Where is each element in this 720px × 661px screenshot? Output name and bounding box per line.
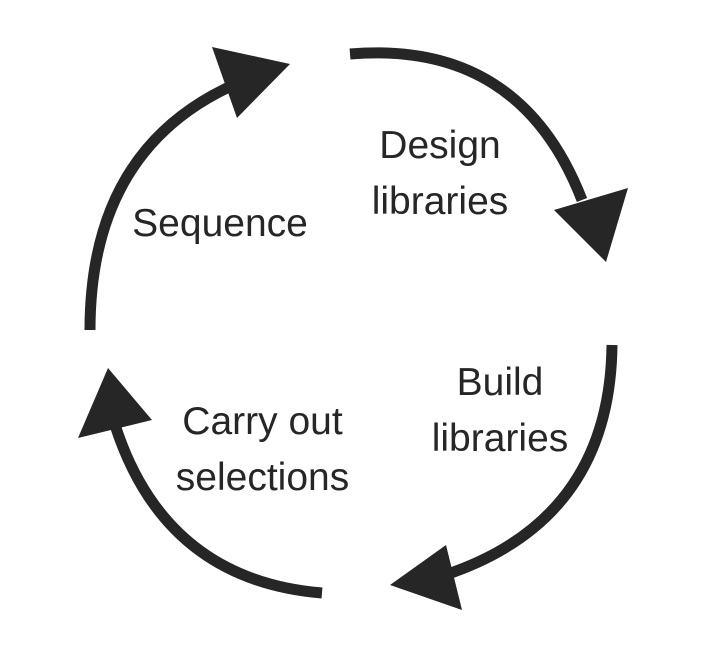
step-label-carry-out-selections: Carry out selections	[140, 394, 385, 506]
step-label-line: Build	[456, 361, 544, 404]
arrowhead	[78, 368, 152, 438]
step-label-sequence: Sequence	[105, 196, 335, 252]
step-label-line: Sequence	[132, 202, 308, 245]
arrowhead	[390, 545, 462, 610]
arrow-arc	[109, 423, 323, 599]
arrow-arc	[84, 72, 252, 331]
step-label-line: libraries	[431, 417, 569, 460]
step-label-line: Carry out	[182, 400, 343, 443]
step-label-line: selections	[175, 456, 350, 499]
step-label-build-libraries: Build libraries	[395, 355, 605, 467]
arrowhead	[212, 47, 290, 118]
cycle-arrow-build-to-carry	[390, 344, 618, 610]
cycle-arrow-carry-to-sequence	[78, 368, 323, 599]
step-label-design-libraries: Design libraries	[345, 118, 535, 230]
arrow-arc	[349, 47, 588, 202]
arrow-arc	[443, 344, 618, 581]
cycle-arrow-design-to-build	[349, 47, 628, 262]
cycle-arrow-sequence-to-design	[84, 47, 290, 331]
arrowhead	[554, 188, 628, 262]
step-label-line: libraries	[371, 180, 509, 223]
step-label-line: Design	[379, 124, 501, 167]
